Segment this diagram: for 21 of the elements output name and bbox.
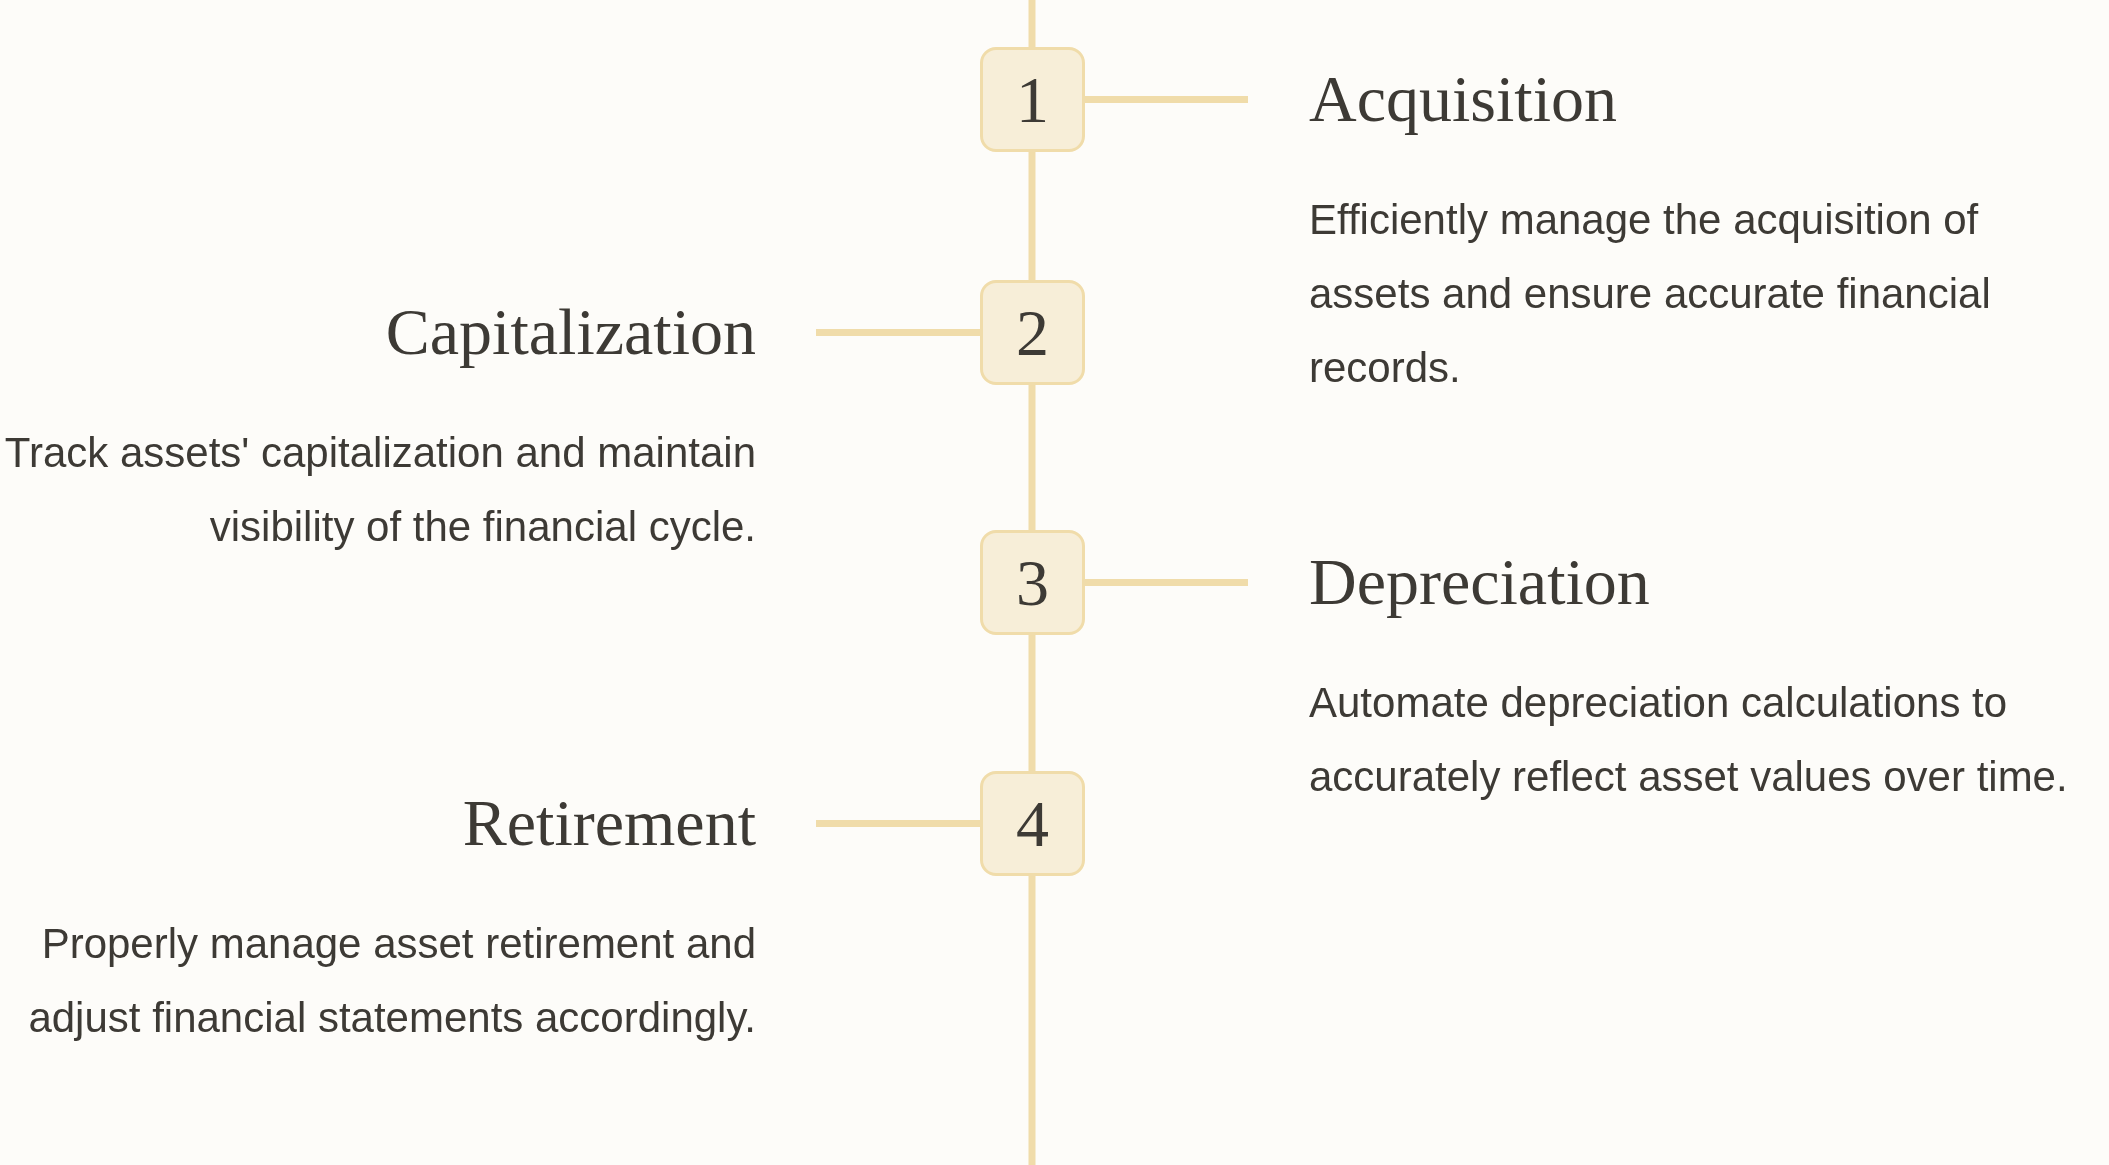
- timeline-line: [1028, 152, 1036, 280]
- timeline-line: [1028, 876, 1036, 1165]
- step-number: 4: [1016, 790, 1049, 857]
- step-heading: Acquisition: [1309, 61, 1618, 137]
- step-number-box: [980, 530, 1085, 635]
- step-description: Track assets' capitalization and maintain visibility of the financial cycle.: [3, 428, 756, 552]
- step-number-box: [980, 47, 1085, 152]
- step-description: Automate depreciation calculations to accurately reflect asset values over time.: [1309, 678, 2069, 802]
- step-heading: Retirement: [461, 785, 756, 861]
- timeline-line: [1028, 385, 1036, 530]
- step-number-box: [980, 771, 1085, 876]
- timeline-line: [1028, 635, 1036, 771]
- step-description: Efficiently manage the acquisition of assets and ensure accurate financial records.: [1309, 195, 1992, 393]
- step-number: 3: [1016, 549, 1049, 616]
- step-number: 2: [1016, 299, 1049, 366]
- step-number: 1: [1016, 66, 1049, 133]
- timeline-line: [1028, 0, 1036, 47]
- step-number-box: [980, 280, 1085, 385]
- step-heading: Capitalization: [384, 294, 756, 370]
- step-heading: Depreciation: [1309, 544, 1651, 620]
- step-description: Properly manage asset retirement and adjust financial statements accordingly.: [27, 919, 756, 1043]
